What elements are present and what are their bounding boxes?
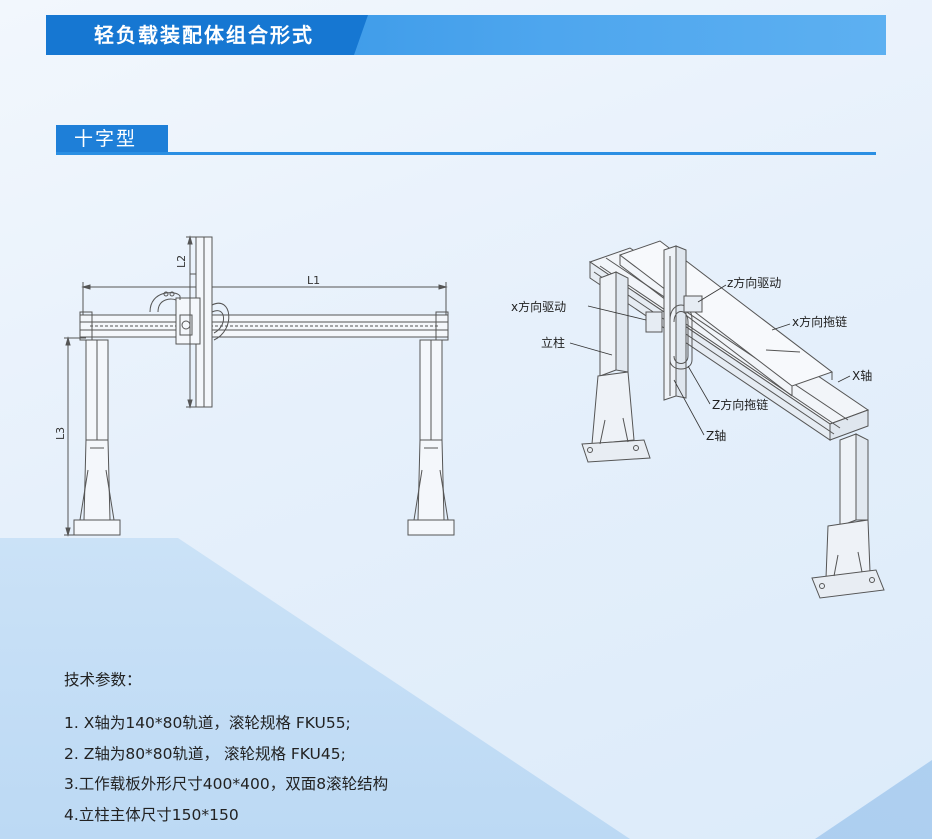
spec-item: 1. X轴为140*80轨道，滚轮规格 FKU55; <box>64 714 351 732</box>
callout-leaders <box>569 284 851 436</box>
callout-x-drive: x方向驱动 <box>511 299 566 314</box>
callout-z-chain: Z方向拖链 <box>712 397 768 412</box>
section-header: 十字型 <box>56 125 876 155</box>
header-banner: 轻负载装配体组合形式 <box>46 15 886 55</box>
callout-z-axis: Z轴 <box>706 428 726 443</box>
dimension-l3: L3 <box>54 427 67 440</box>
section-underline <box>56 152 876 155</box>
dimension-l1: L1 <box>307 274 320 287</box>
section-title: 十字型 <box>74 128 138 150</box>
spec-item: 3.工作载板外形尺寸400*400，双面8滚轮结构 <box>64 775 389 793</box>
specs-heading: 技术参数： <box>64 671 142 689</box>
callout-z-drive: z方向驱动 <box>727 275 781 290</box>
page-title: 轻负载装配体组合形式 <box>94 23 314 47</box>
callout-column: 立柱 <box>541 335 565 350</box>
dimension-l2: L2 <box>175 255 188 268</box>
specs-list: 1. X轴为140*80轨道，滚轮规格 FKU55; 2. Z轴为80*80轨道… <box>64 708 388 830</box>
isometric-callout-labels: x方向驱动 z方向驱动 x方向拖链 立柱 X轴 Z方向拖链 Z轴 <box>511 275 872 443</box>
callout-x-axis: X轴 <box>852 368 872 383</box>
spec-item: 2. Z轴为80*80轨道， 滚轮规格 FKU45; <box>64 744 346 763</box>
callout-x-chain: x方向拖链 <box>792 314 847 329</box>
gantry-drawings: L1 L2 L3 <box>54 235 885 599</box>
front-view-dimension-labels: L1 L2 L3 <box>54 255 320 440</box>
spec-item: 4.立柱主体尺寸150*150 <box>64 805 239 824</box>
section-tab <box>56 125 168 153</box>
front-view-drawing <box>64 235 455 537</box>
isometric-view-drawing <box>581 240 885 599</box>
header-tab <box>46 15 368 55</box>
